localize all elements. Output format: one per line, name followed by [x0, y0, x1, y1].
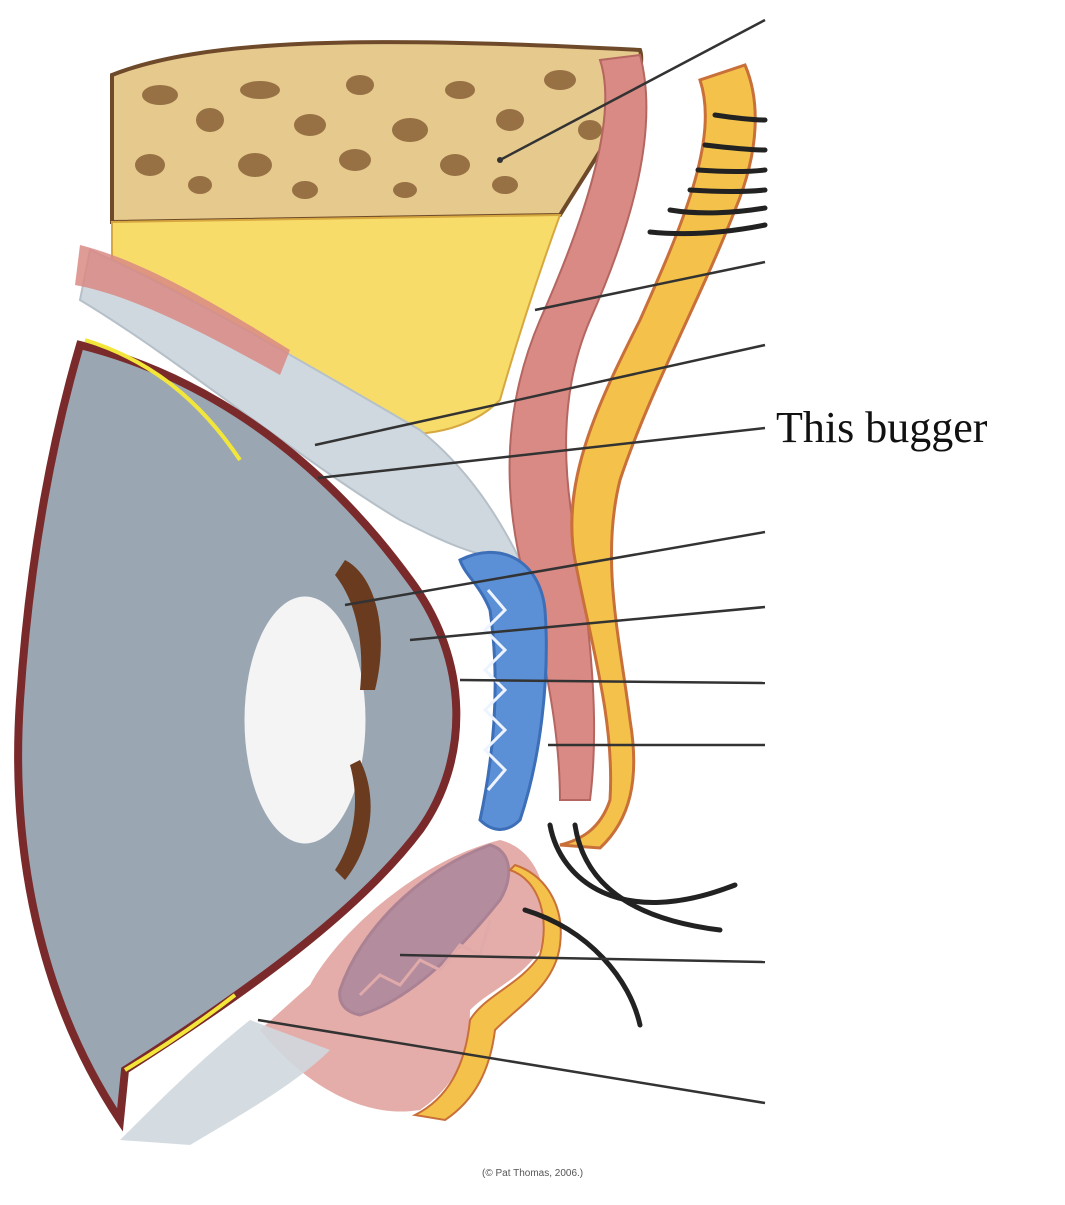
leader-line-3	[314, 343, 766, 447]
lower-lid-tissue	[260, 840, 546, 1112]
leader-line-6	[409, 605, 766, 642]
illustration-credit: (© Pat Thomas, 2006.)	[482, 1168, 584, 1179]
leader-line-1	[499, 18, 766, 162]
iris-lower	[335, 760, 371, 880]
lens	[241, 593, 369, 847]
leader-line-10	[257, 1018, 766, 1105]
leader-line-2	[534, 260, 766, 312]
meibomian-glands-upper	[482, 589, 508, 791]
skin-layer	[559, 63, 757, 850]
leader-line-this-bugger	[317, 426, 766, 480]
leader-line-7	[459, 678, 766, 685]
eyelashes-lid-margin	[522, 822, 738, 1028]
eyelashes-upper-brow	[647, 112, 768, 237]
leader-lines	[257, 18, 766, 1105]
leader-line-9	[399, 953, 766, 964]
iris-upper	[335, 560, 381, 690]
upper-muscle-band	[75, 245, 290, 375]
lower-lid-skin	[411, 863, 562, 1122]
leader-line-5	[344, 530, 766, 607]
lower-connective	[120, 1020, 330, 1145]
eyeball	[14, 338, 461, 1132]
callout-label: This bugger	[776, 403, 988, 452]
frontal-bone	[110, 40, 644, 225]
